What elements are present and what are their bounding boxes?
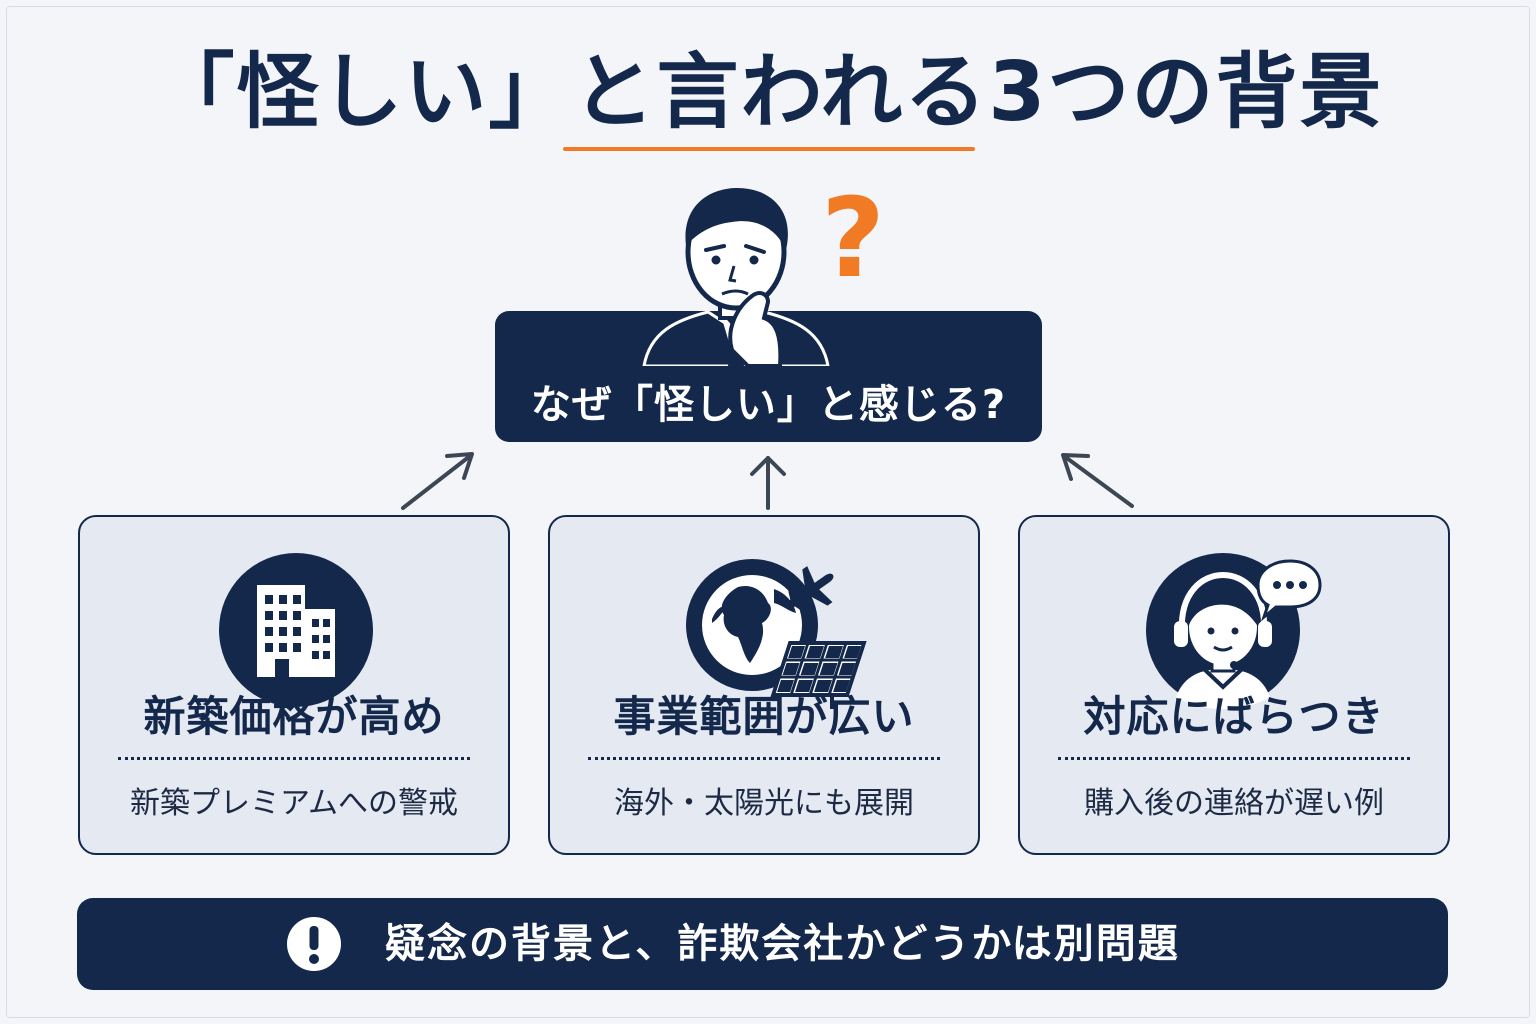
card-divider [588,757,940,760]
page-frame [6,6,1530,1018]
exclamation-icon [287,917,341,971]
page-title: 「怪しい」と言われる3つの背景 [152,45,1384,140]
card-description: 購入後の連絡が遅い例 [1084,786,1384,821]
center-question-label: なぜ「怪しい」と感じる? [530,382,1007,428]
card-wide-business-scope: 事業範囲が広い 海外・太陽光にも展開 [548,515,980,855]
notice-text: 疑念の背景と、詐欺会社かどうかは別問題 [385,921,1180,967]
card-description: 新築プレミアムへの警戒 [130,786,458,821]
globe-airplane-solar-icon [686,559,867,709]
left-arrow [401,452,474,510]
worried-person-icon [642,187,830,366]
question-mark-icon: ? [821,180,885,290]
svg-text:?: ? [821,180,885,290]
middle-arrow [750,456,786,510]
card-inconsistent-support: 対応にばらつき 購入後の連絡が遅い例 [1018,515,1450,855]
card-divider [118,757,470,760]
card-title: 対応にばらつき [1083,692,1385,741]
title-underline [563,147,975,151]
right-arrow [1061,453,1134,508]
support-operator-icon [1146,553,1322,709]
card-divider [1058,757,1410,760]
card-description: 海外・太陽光にも展開 [614,786,914,821]
card-title: 事業範囲が広い [613,692,915,741]
card-new-build-price: 新築価格が高め 新築プレミアムへの警戒 [78,515,510,855]
building-icon [219,553,373,707]
card-title: 新築価格が高め [143,692,445,741]
